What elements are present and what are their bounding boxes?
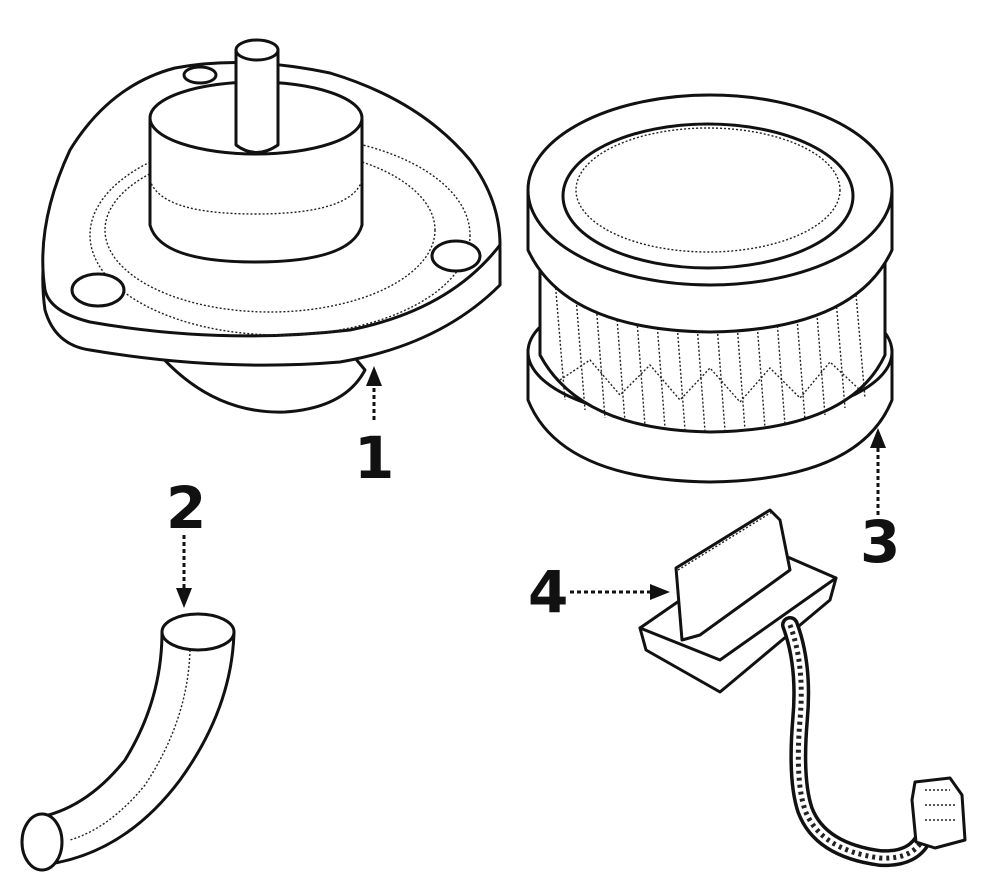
leader-2 [176, 535, 192, 608]
callout-3: 3 [860, 508, 900, 576]
callout-1: 1 [354, 424, 394, 492]
callout-2: 2 [166, 474, 206, 542]
part-4-blower-resistor [638, 508, 967, 868]
part-1-blower-motor [41, 38, 502, 414]
callout-4: 4 [528, 558, 568, 626]
leader-4 [570, 584, 670, 600]
leader-1 [366, 366, 382, 420]
wheel-blades [554, 279, 866, 432]
leader-3 [870, 428, 886, 515]
part-2-hose [20, 612, 236, 872]
part-3-blower-wheel [526, 93, 894, 484]
